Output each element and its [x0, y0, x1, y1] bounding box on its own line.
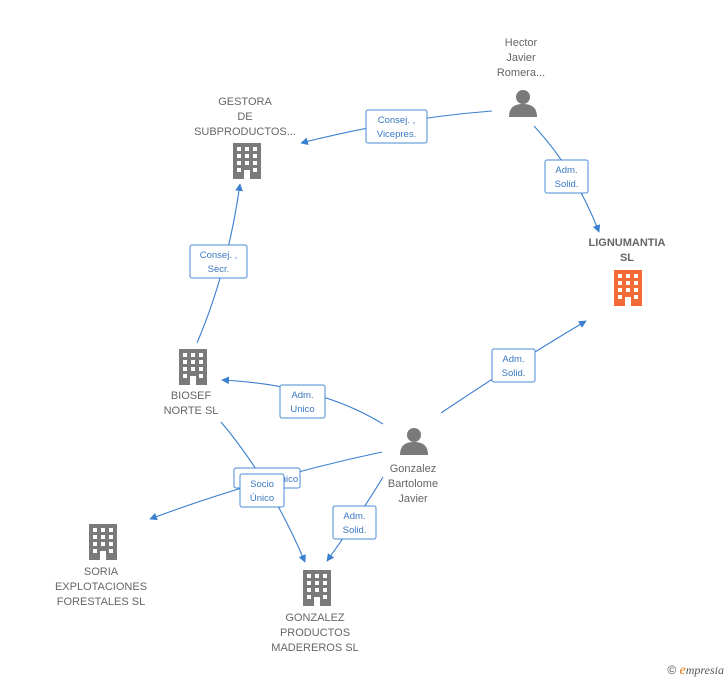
- relation-label-line: Único: [274, 474, 298, 485]
- relation-gonzalez-productos[interactable]: Adm. Solid.: [332, 505, 377, 540]
- relation-label-line: Adm.: [555, 165, 577, 176]
- node-label-line: GESTORA: [218, 96, 272, 108]
- node-label-line: BIOSEF: [171, 390, 212, 402]
- edges: [149, 110, 601, 563]
- relation-label-line: Adm.: [502, 354, 524, 365]
- relation-hector-lignumantia[interactable]: Adm. Solid.: [544, 159, 589, 194]
- node-gestora-subproductos[interactable]: GESTORA DE SUBPRODUCTOS...: [194, 96, 296, 179]
- node-gonzalez-productos-madereros-sl[interactable]: GONZALEZ PRODUCTOS MADEREROS SL: [271, 570, 359, 654]
- relation-label-line: Socio: [250, 479, 274, 490]
- relation-label-line: Solid.: [343, 525, 367, 536]
- brand-logo-text: mpresia: [685, 663, 724, 677]
- node-label-line: Javier: [398, 493, 428, 505]
- relation-biosef-productos[interactable]: Socio Único: [239, 473, 285, 508]
- relation-label-line: Consej. ,: [378, 115, 416, 126]
- building-icon: [614, 270, 642, 306]
- node-hector-javier-romera[interactable]: Hector Javier Romera...: [497, 37, 545, 117]
- node-label-line: EXPLOTACIONES: [55, 581, 147, 593]
- relation-label-line: Vicepres.: [377, 129, 416, 140]
- relation-label-line: Secr.: [208, 264, 230, 275]
- node-label-line: SL: [620, 252, 634, 264]
- node-label-line: MADEREROS SL: [271, 642, 358, 654]
- brand-logo-initial: e: [679, 663, 686, 678]
- building-icon: [303, 570, 331, 606]
- building-icon: [179, 349, 207, 385]
- relation-hector-gestora[interactable]: Consej. , Vicepres.: [365, 109, 428, 144]
- relation-label-line: Adm.: [343, 511, 365, 522]
- footer-branding: © empresia: [667, 663, 724, 679]
- relation-gonzalez-biosef[interactable]: Adm. Unico: [279, 384, 326, 419]
- building-icon: [89, 524, 117, 560]
- relation-gonzalez-lignumantia[interactable]: Adm. Solid.: [491, 348, 536, 383]
- building-icon: [233, 143, 261, 179]
- relation-label-line: Solid.: [555, 179, 579, 190]
- node-label-line: Hector: [505, 37, 538, 49]
- node-soria-explotaciones-forestales-sl[interactable]: SORIA EXPLOTACIONES FORESTALES SL: [55, 524, 147, 608]
- relation-biosef-gestora[interactable]: Consej. , Secr.: [189, 244, 248, 279]
- person-icon: [400, 428, 428, 455]
- relation-label-line: Consej. ,: [200, 250, 238, 261]
- node-lignumantia-sl[interactable]: LIGNUMANTIA SL: [589, 237, 666, 306]
- relation-label-line: Unico: [290, 404, 314, 415]
- relation-labels: Consej. , Vicepres. Adm. Solid. Consej. …: [189, 109, 589, 540]
- node-label-line: SUBPRODUCTOS...: [194, 126, 296, 138]
- node-biosef-norte-sl[interactable]: BIOSEF NORTE SL: [164, 349, 219, 417]
- node-label-line: Bartolome: [388, 478, 438, 490]
- node-label-line: Romera...: [497, 67, 545, 79]
- node-label-line: PRODUCTOS: [280, 627, 350, 639]
- node-label-line: GONZALEZ: [285, 612, 345, 624]
- node-label-line: Gonzalez: [390, 463, 436, 475]
- node-label-line: NORTE SL: [164, 405, 219, 417]
- node-label-line: LIGNUMANTIA: [589, 237, 666, 249]
- node-label-line: FORESTALES SL: [57, 596, 145, 608]
- relation-label-line: Único: [250, 493, 274, 504]
- relation-label-line: Solid.: [502, 368, 526, 379]
- node-gonzalez-bartolome-javier[interactable]: Gonzalez Bartolome Javier: [388, 428, 438, 505]
- node-label-line: DE: [237, 111, 252, 123]
- person-icon: [509, 90, 537, 117]
- relation-label-line: Adm.: [291, 390, 313, 401]
- copyright-symbol: ©: [667, 663, 677, 677]
- node-label-line: Javier: [506, 52, 536, 64]
- node-label-line: SORIA: [84, 566, 119, 578]
